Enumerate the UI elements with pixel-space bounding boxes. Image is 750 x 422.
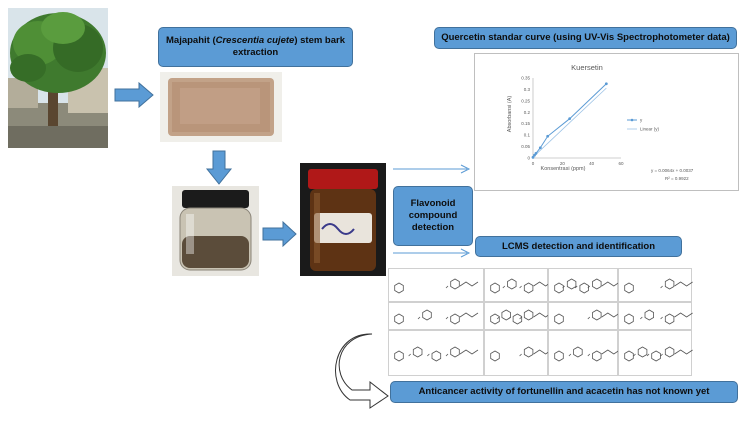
- species-name: Crescentia cujete: [215, 35, 295, 47]
- arrow-to-quercetin-chart: [393, 164, 471, 174]
- flavonoid-detection-box: Flavonoid compound detection: [393, 186, 473, 246]
- lcms-box: LCMS detection and identification: [475, 236, 682, 257]
- molecule-drawing: [394, 309, 479, 325]
- structure-cell: [548, 268, 621, 302]
- x-tick-label: 0: [532, 161, 535, 166]
- x-tick-label: 40: [589, 161, 595, 166]
- structure-cell: [484, 330, 552, 376]
- molecule-drawing: [394, 278, 479, 294]
- data-point: [531, 155, 535, 159]
- structure-cell: [618, 268, 693, 302]
- legend-label-linear: Linear (y): [640, 127, 660, 132]
- y-tick-label: 0.3: [524, 87, 531, 92]
- lcms-structure-grid: [388, 268, 693, 376]
- arrow-powder-to-jar: [205, 150, 233, 185]
- y-tick-label: 0.15: [521, 121, 530, 126]
- molecule-drawing: [624, 278, 693, 294]
- legend-label-y: y: [640, 118, 643, 123]
- legend-marker-y: [630, 118, 634, 122]
- molecule-drawing: [554, 346, 621, 362]
- molecule-drawing: [624, 346, 693, 362]
- structure-cell: [388, 268, 484, 302]
- data-point: [568, 117, 572, 121]
- structure-cell: [548, 302, 621, 330]
- structure-cell: [618, 330, 693, 376]
- y-tick-label: 0.25: [521, 98, 530, 103]
- structure-cell: [388, 330, 484, 376]
- arrow-to-lcms: [393, 248, 471, 258]
- chart-xlabel: Konsentrasi (ppm): [541, 166, 586, 172]
- x-tick-label: 60: [618, 161, 624, 166]
- anticancer-box: Anticancer activity of fortunellin and a…: [390, 381, 738, 403]
- structure-cell: [484, 302, 552, 330]
- y-tick-label: 0.35: [521, 76, 530, 81]
- molecule-drawing: [554, 278, 621, 294]
- data-point: [534, 152, 538, 155]
- structure-cell: [618, 302, 693, 330]
- structure-cell: [484, 268, 552, 302]
- data-point: [604, 82, 608, 86]
- y-tick-label: 0.05: [521, 144, 530, 149]
- y-tick-label: 0.1: [524, 133, 531, 138]
- molecule-drawing: [624, 309, 693, 325]
- chart-title: Kuersetin: [571, 63, 603, 72]
- chart-equation: y = 0.0064x + 0.0037: [651, 168, 694, 173]
- curved-arrow-to-anticancer: [335, 333, 389, 409]
- bark-powder-photo: [160, 72, 282, 142]
- chart-r-squared: R² = 0.9922: [665, 176, 689, 181]
- quercetin-chart: Kuersetin Konsentrasi (ppm) Absorbansi (…: [507, 63, 694, 181]
- quercetin-chart-frame: Kuersetin Konsentrasi (ppm) Absorbansi (…: [474, 53, 739, 191]
- chart-ylabel: Absorbansi (A): [507, 96, 513, 133]
- y-tick-label: 0.2: [524, 110, 531, 115]
- extract-bottle-photo: [300, 163, 386, 276]
- arrow-jar-to-bottle: [262, 220, 297, 248]
- structure-cell: [388, 302, 484, 330]
- molecule-drawing: [490, 346, 552, 362]
- y-tick-label: 0: [527, 156, 530, 161]
- molecule-drawing: [554, 309, 621, 325]
- structure-cell: [548, 330, 621, 376]
- molecule-drawing: [394, 346, 479, 362]
- data-point: [546, 134, 550, 138]
- data-point: [538, 146, 542, 150]
- quercetin-curve-box: Quercetin standar curve (using UV-Vis Sp…: [434, 27, 737, 49]
- molecule-drawing: [490, 278, 552, 294]
- tree-photo: [8, 8, 108, 148]
- trendline: [532, 87, 607, 158]
- molecule-drawing: [490, 309, 552, 325]
- arrow-tree-to-powder: [114, 81, 154, 109]
- extract-jar-photo: [172, 186, 259, 276]
- x-tick-label: 20: [560, 161, 566, 166]
- extraction-box: Majapahit (Crescentia cujete) stem bark …: [158, 27, 353, 67]
